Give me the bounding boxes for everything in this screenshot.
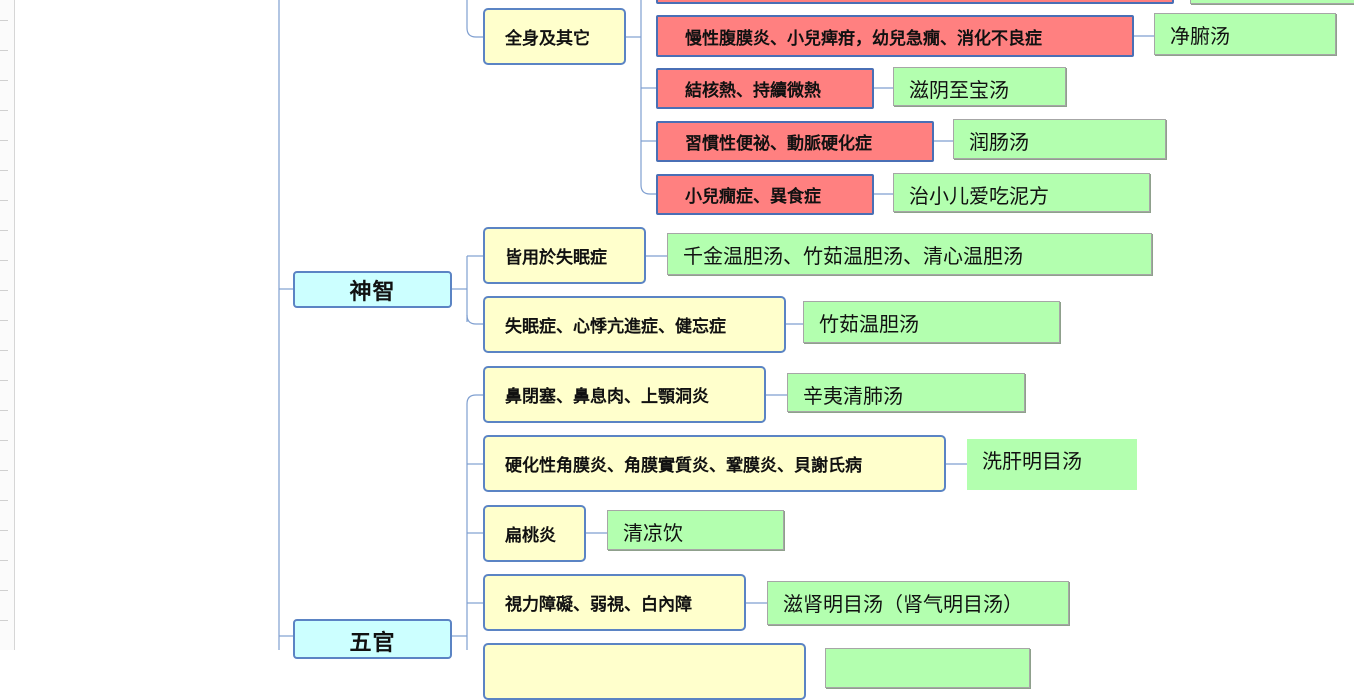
left-ruler <box>0 0 15 650</box>
symptom-label: 全身及其它 <box>505 29 590 49</box>
category-shenzhi[interactable]: 神智 <box>293 271 452 308</box>
remedy-label: 滋肾明目汤（肾气明目汤） <box>783 592 1023 616</box>
disease-yishi[interactable]: 小兒癇症、異食症 <box>656 174 874 215</box>
symptom-label: 皆用於失眠症 <box>505 248 607 268</box>
ruler-tick <box>0 320 8 321</box>
symptom-shili[interactable]: 視力障礙、弱視、白內障 <box>483 574 746 631</box>
ruler-tick <box>0 200 8 201</box>
symptom-label: 鼻閉塞、鼻息肉、上顎洞炎 <box>505 387 709 407</box>
ruler-tick <box>0 290 8 291</box>
ruler-tick <box>0 500 8 501</box>
ruler-tick <box>0 170 8 171</box>
disease-label: 習慣性便祕、動脈硬化症 <box>685 134 872 154</box>
disease-box-partial <box>656 0 1174 4</box>
disease-label: 小兒癇症、異食症 <box>685 187 821 207</box>
connector-lines <box>278 0 1154 650</box>
ruler-tick <box>0 620 8 621</box>
ruler-tick <box>0 260 8 261</box>
category-label: 神智 <box>349 279 396 305</box>
category-label: 五官 <box>349 631 396 656</box>
remedy-xinji[interactable]: 竹茹温胆汤 <box>803 301 1060 343</box>
remedy-yishi[interactable]: 治小儿爱吃泥方 <box>893 173 1150 212</box>
remedy-label: 竹茹温胆汤 <box>819 312 919 336</box>
remedy-shimian[interactable]: 千金温胆汤、竹茹温胆汤、清心温胆汤 <box>667 233 1152 275</box>
remedy-shili[interactable]: 滋肾明目汤（肾气明目汤） <box>767 581 1069 625</box>
ruler-tick <box>0 350 8 351</box>
disease-fumo[interactable]: 慢性腹膜炎、小兒痺疳，幼兒急癇、消化不良症 <box>656 15 1134 57</box>
remedy-bianti[interactable]: 清凉饮 <box>607 510 784 550</box>
symptom-yan[interactable]: 硬化性角膜炎、角膜實質炎、鞏膜炎、貝謝氏病 <box>483 435 946 492</box>
category-wuguan[interactable]: 五官 <box>293 619 452 659</box>
ruler-tick <box>0 530 8 531</box>
remedy-bianmi[interactable]: 润肠汤 <box>953 119 1166 159</box>
ruler-tick <box>0 380 8 381</box>
remedy-label: 清凉饮 <box>623 521 683 545</box>
remedy-yan[interactable]: 洗肝明目汤 <box>967 439 1137 490</box>
symptom-quanshen[interactable]: 全身及其它 <box>483 8 626 65</box>
ruler-tick <box>0 560 8 561</box>
ruler-tick <box>0 440 8 441</box>
disease-label: 結核熱、持續微熱 <box>685 81 821 101</box>
remedy-next[interactable] <box>825 648 1030 688</box>
symptom-bi[interactable]: 鼻閉塞、鼻息肉、上顎洞炎 <box>483 366 766 423</box>
ruler-tick <box>0 110 8 111</box>
symptom-label: 失眠症、心悸亢進症、健忘症 <box>505 317 726 337</box>
ruler-tick <box>0 470 8 471</box>
ruler-tick <box>0 590 8 591</box>
ruler-tick <box>0 20 8 21</box>
symptom-xinji[interactable]: 失眠症、心悸亢進症、健忘症 <box>483 296 786 353</box>
disease-label: 慢性腹膜炎、小兒痺疳，幼兒急癇、消化不良症 <box>685 28 1042 49</box>
remedy-label: 辛夷清肺汤 <box>803 384 903 408</box>
remedy-label: 洗肝明目汤 <box>982 449 1082 473</box>
disease-bianmi[interactable]: 習慣性便祕、動脈硬化症 <box>656 121 934 162</box>
symptom-next[interactable] <box>483 643 806 700</box>
remedy-box-partial <box>1190 0 1354 4</box>
remedy-bi[interactable]: 辛夷清肺汤 <box>787 373 1025 412</box>
ruler-tick <box>0 50 8 51</box>
remedy-fumo[interactable]: 净腑汤 <box>1154 13 1336 55</box>
ruler-tick <box>0 140 8 141</box>
symptom-bianti[interactable]: 扁桃炎 <box>483 505 586 562</box>
ruler-tick <box>0 230 8 231</box>
ruler-tick <box>0 80 8 81</box>
remedy-label: 净腑汤 <box>1170 24 1230 48</box>
remedy-label: 润肠汤 <box>969 130 1029 154</box>
symptom-label: 扁桃炎 <box>505 526 556 546</box>
remedy-label: 治小儿爱吃泥方 <box>909 184 1049 208</box>
ruler-tick <box>0 410 8 411</box>
remedy-label: 滋阴至宝汤 <box>909 78 1009 102</box>
symptom-shimian[interactable]: 皆用於失眠症 <box>483 227 646 284</box>
symptom-label: 硬化性角膜炎、角膜實質炎、鞏膜炎、貝謝氏病 <box>505 456 862 476</box>
symptom-label: 視力障礙、弱視、白內障 <box>505 595 692 615</box>
remedy-jiehe[interactable]: 滋阴至宝汤 <box>893 67 1066 106</box>
remedy-label: 千金温胆汤、竹茹温胆汤、清心温胆汤 <box>683 244 1023 268</box>
disease-jiehe[interactable]: 結核熱、持續微熱 <box>656 68 874 109</box>
